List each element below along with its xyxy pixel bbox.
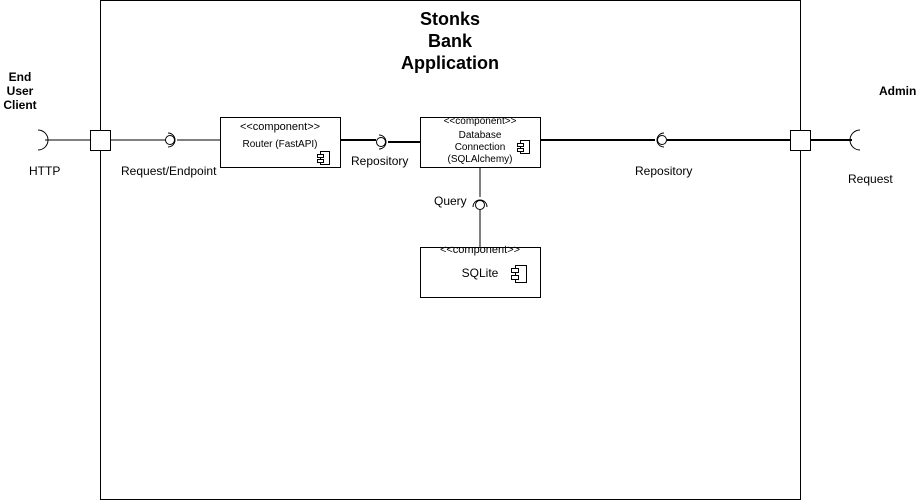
query-socket-icon	[472, 199, 488, 208]
repository-left-label: Repository	[351, 154, 409, 168]
sqlite-stereotype: <<component>>	[439, 244, 521, 256]
request-endpoint-ball-icon	[165, 135, 175, 145]
end-user-line: Client	[3, 98, 37, 112]
repository-right-label: Repository	[635, 164, 693, 178]
router-stereotype: <<component>>	[239, 121, 321, 133]
repository-right-socket-icon	[656, 132, 665, 148]
db-name-line: (SQLAlchemy)	[447, 154, 513, 165]
db-name: Database Connection (SQLAlchemy)	[420, 130, 540, 166]
db-name-line: Database	[458, 130, 502, 141]
db-component-icon	[517, 140, 530, 154]
end-user-line: End	[8, 70, 32, 84]
request-endpoint-label: Request/Endpoint	[121, 164, 217, 178]
system-title-line: Bank	[427, 31, 472, 51]
repository-left-ball-icon	[376, 137, 386, 147]
end-user-line: User	[6, 84, 34, 98]
query-ball-icon	[475, 200, 485, 210]
db-stereotype: <<component>>	[443, 116, 517, 127]
http-required-interface-icon	[37, 129, 49, 151]
admin-required-interface-icon	[849, 129, 861, 151]
router-component-icon	[317, 151, 330, 165]
http-label: HTTP	[29, 164, 61, 178]
sqlite-name: SQLite	[461, 266, 499, 280]
system-boundary	[100, 0, 801, 500]
repository-left-socket-icon	[378, 134, 387, 150]
router-name: Router (FastAPI)	[242, 139, 318, 150]
request-endpoint-socket-icon	[167, 132, 176, 148]
admin-actor-label: Admin	[879, 84, 917, 98]
right-port	[790, 130, 811, 151]
query-label: Query	[434, 194, 467, 208]
end-user-actor-label: End User Client	[0, 70, 40, 112]
repository-right-ball-icon	[657, 135, 667, 145]
system-title: Stonks Bank Application	[380, 8, 520, 74]
left-port	[90, 130, 111, 151]
request-label: Request	[848, 172, 893, 186]
sqlite-component-icon	[511, 265, 527, 283]
system-title-line: Stonks	[419, 9, 480, 29]
system-title-line: Application	[401, 53, 499, 73]
db-name-line: Connection	[454, 142, 506, 153]
